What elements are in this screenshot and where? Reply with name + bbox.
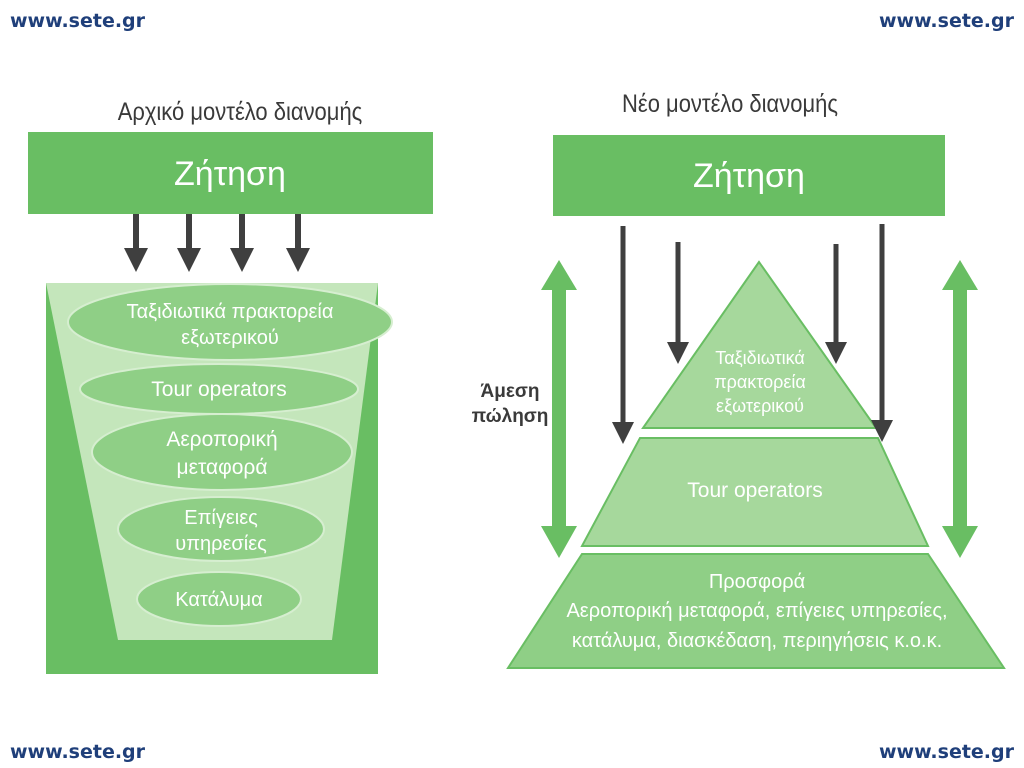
right-demand-arrows (612, 224, 893, 444)
left-model-title: Αρχικό μοντέλο διανομής (118, 98, 363, 126)
right-model-title: Νέο μοντέλο διανομής (622, 90, 838, 118)
right-demand-label: Ζήτηση (693, 157, 805, 195)
pyramid-bottom (506, 553, 1006, 669)
right-model: Νέο μοντέλο διανομής Ζήτηση Άμεση πώληση… (472, 90, 1006, 669)
pyramid-top-line2: πρακτορεία (714, 372, 806, 392)
level-ellipse (67, 283, 393, 361)
left-level-ground-services: Επίγειες υπηρεσίες (117, 496, 325, 562)
pyramid: Ταξιδιωτικά πρακτορεία εξωτερικού Tour o… (506, 260, 1006, 669)
level-ellipse (91, 413, 353, 491)
double-arrow-up-head (541, 260, 577, 290)
left-double-arrow (541, 260, 577, 558)
left-arrow-3-head (230, 248, 254, 272)
direct-sale-label-line2: πώληση (472, 406, 549, 427)
right-arrow-1-head (612, 422, 634, 444)
level-label-line2: μεταφορά (177, 456, 268, 479)
right-arrow-4-head (871, 420, 893, 442)
left-level-tour-operators: Tour operators (79, 363, 359, 415)
left-level-travel-agencies: Ταξιδιωτικά πρακτορεία εξωτερικού (67, 283, 393, 361)
level-label-line1: Κατάλυμα (175, 589, 262, 611)
site-link-bottom-left[interactable]: www.sete.gr (10, 741, 146, 763)
double-arrow-up-head (942, 260, 978, 290)
site-link-bottom-right[interactable]: www.sete.gr (878, 741, 1014, 763)
right-demand-box (553, 135, 945, 216)
left-level-air-transport: Αεροπορική μεταφορά (91, 413, 353, 491)
level-label-line1: Ταξιδιωτικά πρακτορεία (127, 301, 334, 323)
level-label-line1: Αεροπορική (166, 428, 277, 451)
right-arrow-2-head (667, 342, 689, 364)
level-label-line2: εξωτερικού (181, 327, 279, 349)
left-level-accommodation: Κατάλυμα (136, 571, 302, 627)
pyramid-middle (580, 437, 930, 547)
left-model: Αρχικό μοντέλο διανομής Ζήτηση Ταξιδιωτι… (28, 98, 433, 674)
double-arrow-down-head (942, 526, 978, 558)
level-label-line1: Επίγειες (184, 507, 258, 529)
pyramid-middle-label: Tour operators (687, 479, 822, 502)
pyramid-bottom-line3: κατάλυμα, διασκέδαση, περιηγήσεις κ.ο.κ. (572, 630, 942, 652)
level-label-line2: υπηρεσίες (175, 533, 267, 555)
level-ellipse (117, 496, 325, 562)
site-link-top-left[interactable]: www.sete.gr (10, 10, 146, 32)
left-demand-box (28, 132, 433, 214)
left-demand-arrows (124, 214, 310, 272)
level-label-line1: Tour operators (151, 378, 286, 401)
pyramid-bottom-line2: Αεροπορική μεταφορά, επίγειες υπηρεσίες, (566, 600, 947, 622)
level-ellipse (136, 571, 302, 627)
right-double-arrow (942, 260, 978, 558)
pyramid-top (641, 260, 878, 429)
pyramid-top-line1: Ταξιδιωτικά (715, 348, 805, 368)
left-arrow-1-head (124, 248, 148, 272)
double-arrow-shaft (953, 286, 967, 528)
site-link-top-right[interactable]: www.sete.gr (878, 10, 1014, 32)
double-arrow-down-head (541, 526, 577, 558)
left-arrow-4-head (286, 248, 310, 272)
pyramid-top-line3: εξωτερικού (716, 396, 804, 416)
left-demand-label: Ζήτηση (174, 155, 286, 193)
right-arrow-3-head (825, 342, 847, 364)
direct-sale-label-line1: Άμεση (481, 381, 540, 402)
double-arrow-shaft (552, 286, 566, 528)
left-arrow-2-head (177, 248, 201, 272)
pyramid-bottom-line1: Προσφορά (709, 571, 805, 593)
